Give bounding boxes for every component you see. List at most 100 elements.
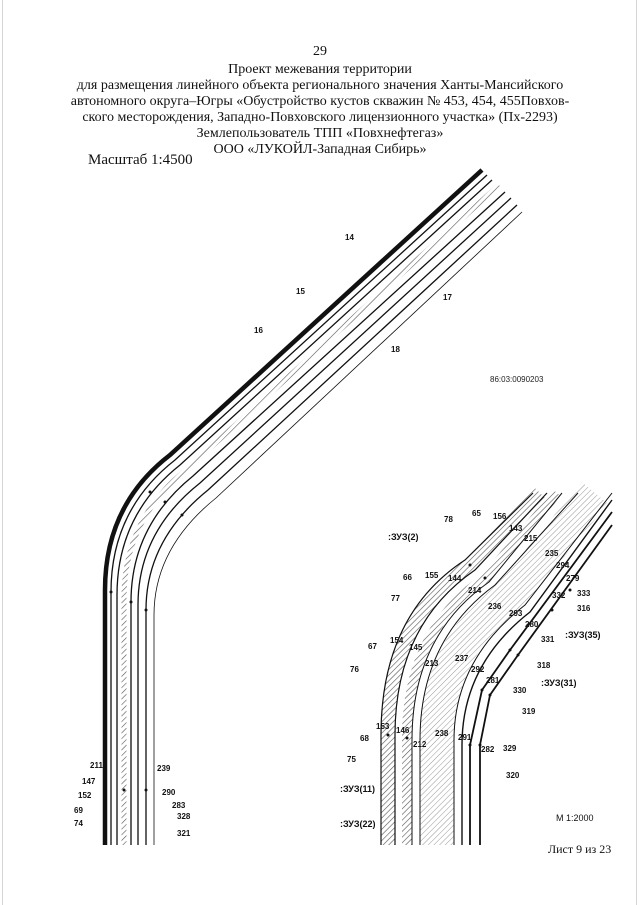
- zone-label: :ЗУЗ(22): [340, 819, 376, 829]
- corridor-line-thin: [153, 211, 523, 845]
- inset-edge: [411, 492, 563, 845]
- point-label: 281: [486, 676, 500, 685]
- main-map-labels: 14 15 16 17 18 86:03:0090203 211 147 152…: [74, 233, 544, 838]
- inset-edge: [394, 492, 548, 845]
- point-label: 144: [448, 574, 462, 583]
- main-corridor: [102, 168, 523, 845]
- point-label: 76: [350, 665, 359, 674]
- point-label: 237: [455, 654, 469, 663]
- point-label: 143: [509, 524, 523, 533]
- corridor-line: [130, 191, 506, 845]
- title-line: ООО «ЛУКОЙЛ-Западная Сибирь»: [213, 142, 427, 157]
- point-label: 78: [444, 515, 453, 524]
- inset-map: :ЗУЗ(2) :ЗУЗ(35) :ЗУЗ(31) :ЗУЗ(11) :ЗУЗ(…: [340, 482, 613, 845]
- point-label: 291: [458, 733, 472, 742]
- inset-vertices: [386, 563, 572, 747]
- point-label: 145: [409, 643, 423, 652]
- title-line: автономного округа–Югры «Обустройство ку…: [70, 94, 570, 109]
- point-label: 69: [74, 806, 83, 815]
- point-label: 212: [413, 740, 427, 749]
- corridor-line-outer: [102, 168, 484, 845]
- point-label: 213: [425, 659, 439, 668]
- point-label: 147: [82, 777, 96, 786]
- inset-band-hatched: [402, 489, 561, 845]
- point-label: 321: [177, 829, 191, 838]
- point-label: 211: [90, 761, 103, 770]
- point-label: 152: [78, 791, 92, 800]
- point-label: 235: [545, 549, 559, 558]
- title-line: Землепользователь ТПП «Повхнефтегаз»: [196, 126, 444, 141]
- zone-label: :ЗУЗ(11): [340, 784, 375, 794]
- sheet-label: Лист 9 из 23: [548, 842, 612, 856]
- title-line: Проект межевания территории: [228, 62, 412, 77]
- point-label: 155: [425, 571, 439, 580]
- point-label: 328: [177, 812, 191, 821]
- parcel-label: 17: [443, 293, 452, 302]
- inset-edge: [380, 492, 534, 845]
- point-label: 77: [391, 594, 400, 603]
- point-label: 239: [157, 764, 171, 773]
- parcel-label: 16: [254, 326, 263, 335]
- point-label: 330: [513, 686, 527, 695]
- inset-edge: [453, 492, 613, 845]
- point-label: 75: [347, 755, 356, 764]
- corridor-line: [110, 174, 488, 845]
- point-label: 65: [472, 509, 481, 518]
- corridor-line: [116, 179, 493, 845]
- point-label: 282: [481, 745, 495, 754]
- zone-label: :ЗУЗ(35): [565, 630, 601, 640]
- point-label: 293: [509, 609, 523, 618]
- parcel-label: 15: [296, 287, 305, 296]
- title-block: Проект межевания территории для размещен…: [60, 62, 580, 158]
- point-label: 320: [506, 771, 520, 780]
- point-label: 283: [172, 801, 186, 810]
- parcel-label: 18: [391, 345, 400, 354]
- point-label: 332: [552, 591, 566, 600]
- corridor-vertices: [103, 490, 184, 792]
- parcel-label: 14: [345, 233, 354, 242]
- point-label: 66: [403, 573, 412, 582]
- point-label: 214: [468, 586, 482, 595]
- point-label: 294: [556, 561, 570, 570]
- inset-corridor: [380, 482, 613, 845]
- map-scale-label: Масштаб 1:4500: [88, 152, 193, 168]
- point-label: 319: [522, 707, 536, 716]
- point-label: 156: [493, 512, 507, 521]
- point-label: 290: [162, 788, 176, 797]
- point-label: 154: [390, 636, 404, 645]
- zone-label: :ЗУЗ(31): [541, 678, 577, 688]
- corridor-line-hatched: [121, 183, 501, 845]
- point-label: 280: [525, 620, 539, 629]
- point-label: 146: [396, 726, 410, 735]
- point-label: 68: [360, 734, 369, 743]
- point-label: 333: [577, 589, 591, 598]
- page-number: 29: [313, 44, 327, 59]
- corridor-line: [137, 197, 512, 845]
- point-label: 279: [566, 574, 580, 583]
- corridor-line: [145, 204, 518, 845]
- title-line: ского месторождения, Западно-Повховского…: [82, 110, 558, 125]
- point-label: 331: [541, 635, 555, 644]
- inset-scale: М 1:2000: [556, 813, 594, 823]
- point-label: 236: [488, 602, 502, 611]
- zone-label: :ЗУЗ(2): [388, 532, 419, 542]
- point-label: 67: [368, 642, 377, 651]
- page-right-edge: [636, 0, 637, 905]
- point-label: 329: [503, 744, 517, 753]
- point-label: 318: [537, 661, 551, 670]
- point-label: 292: [471, 665, 485, 674]
- title-line: для размещения линейного объекта региона…: [76, 78, 564, 93]
- inset-labels: :ЗУЗ(2) :ЗУЗ(35) :ЗУЗ(31) :ЗУЗ(11) :ЗУЗ(…: [340, 509, 601, 829]
- inset-band-light: [420, 482, 609, 845]
- inset-band-hatched: [381, 488, 546, 845]
- point-label: 74: [74, 819, 83, 828]
- cadastral-number: 86:03:0090203: [490, 375, 544, 384]
- point-label: 316: [577, 604, 591, 613]
- page-left-edge: [2, 0, 3, 905]
- inset-edge: [461, 499, 613, 845]
- point-label: 153: [376, 722, 390, 731]
- point-label: 238: [435, 729, 449, 738]
- point-label: 215: [524, 534, 538, 543]
- inset-edge: [419, 492, 579, 845]
